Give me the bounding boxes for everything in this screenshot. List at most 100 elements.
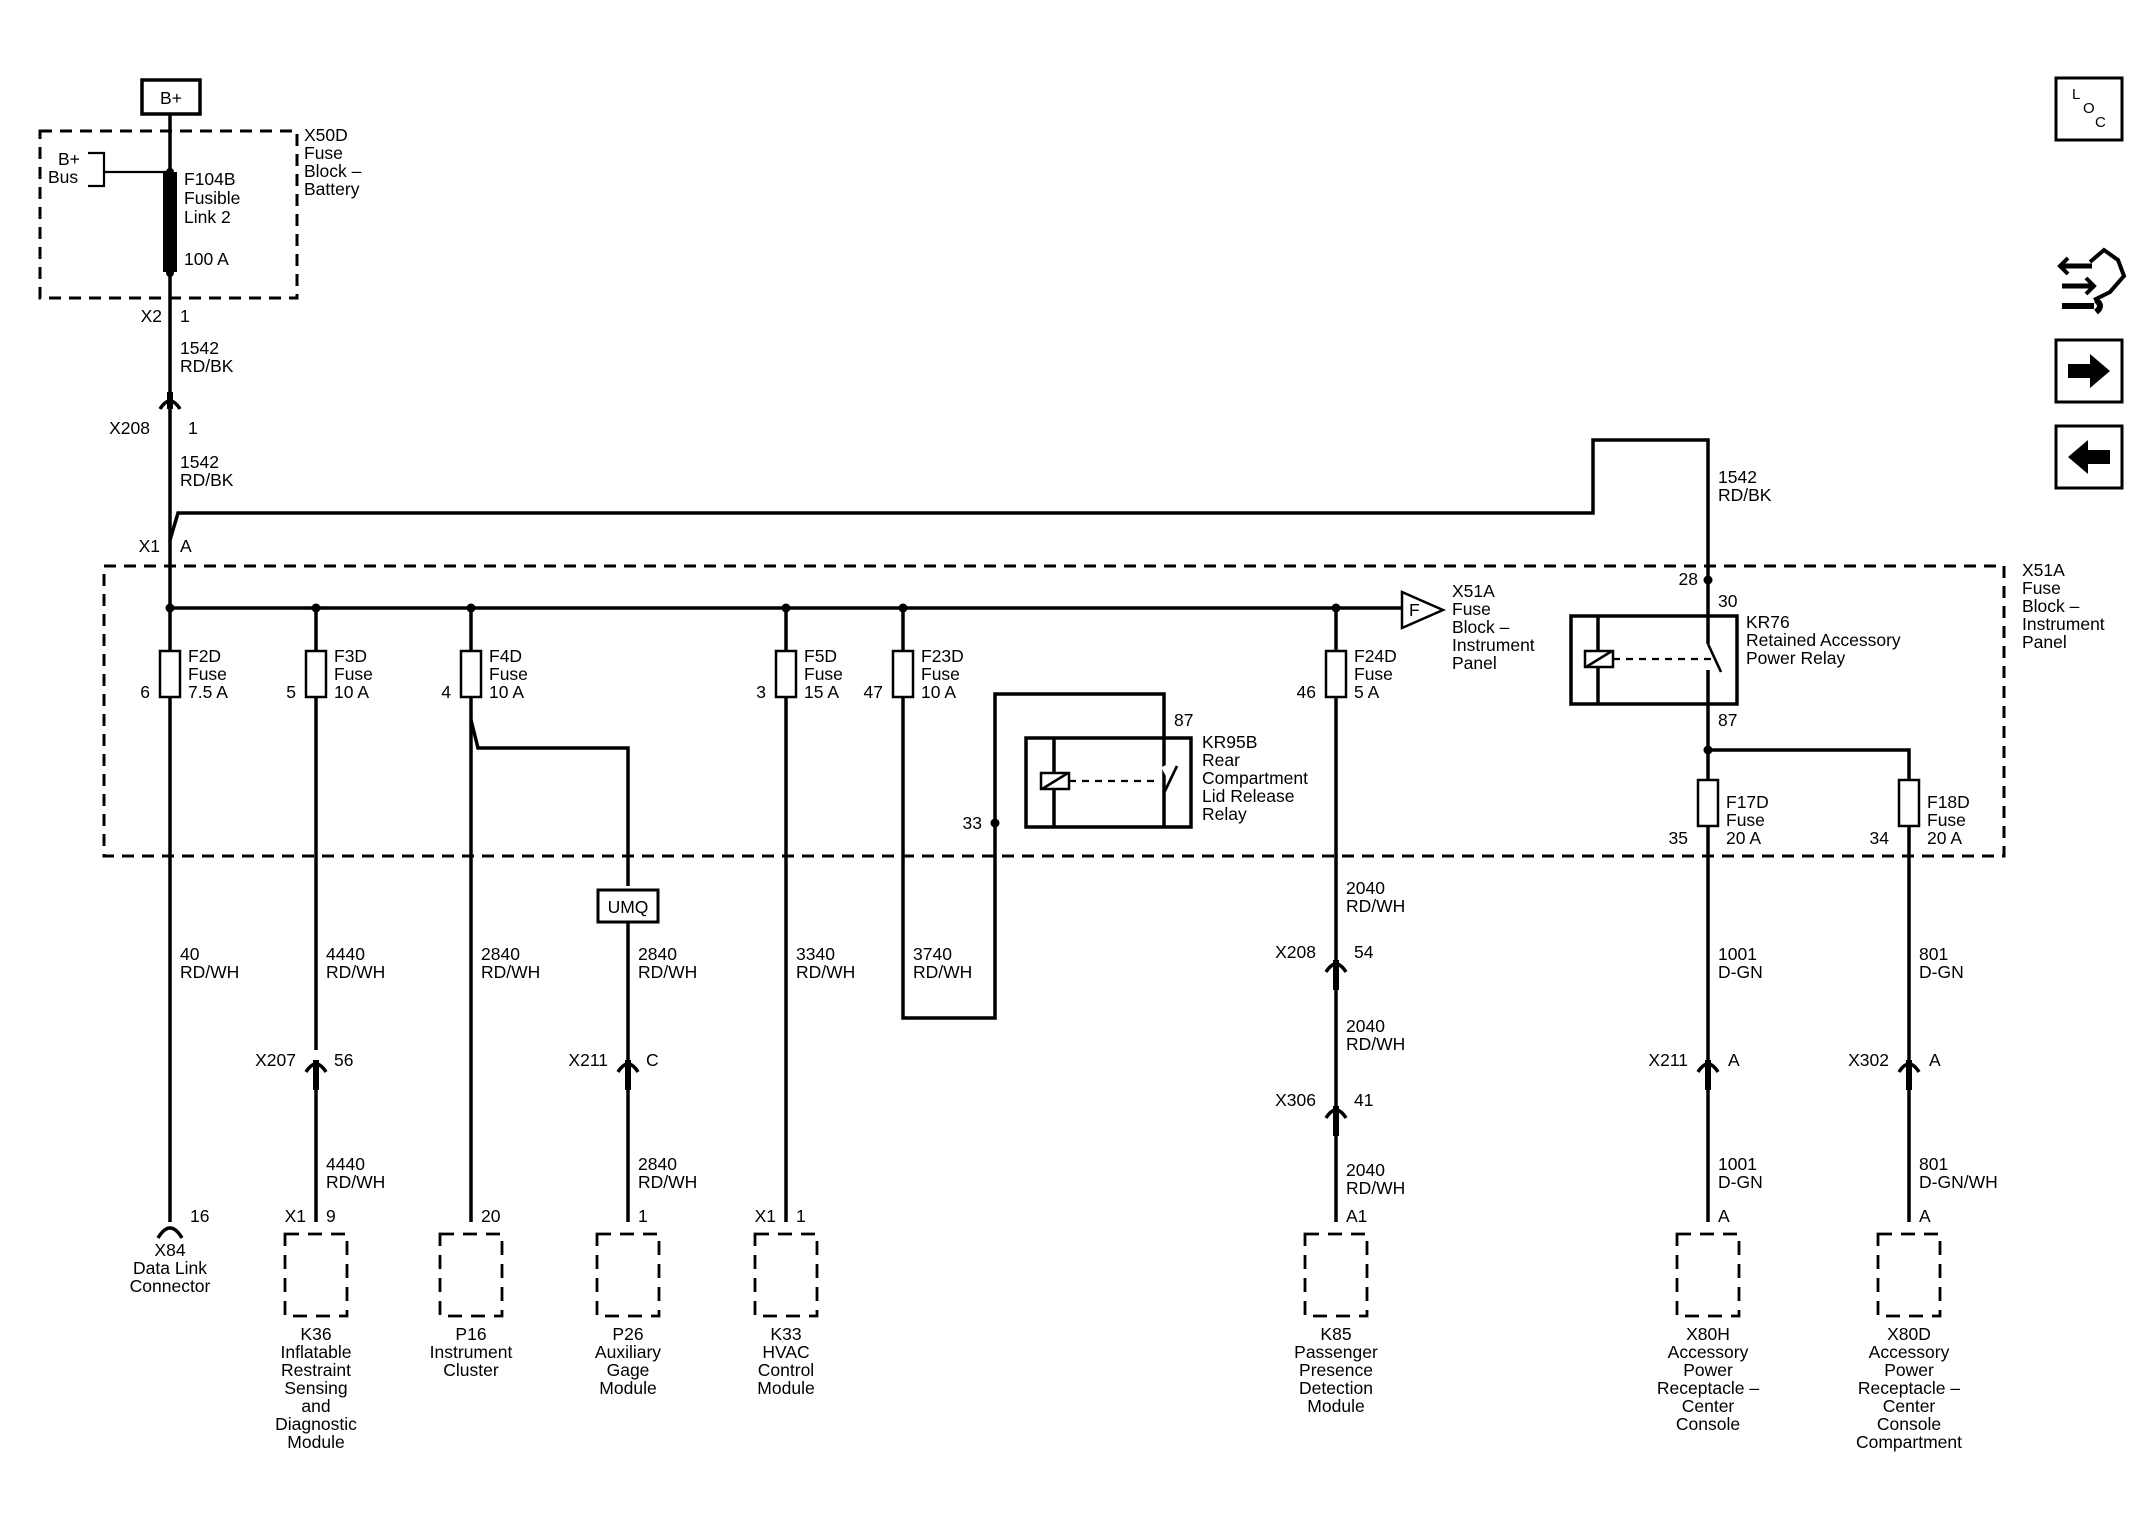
wire-2040c-circuit: 2040 (1346, 1160, 1385, 1180)
kr95b-line4: Lid Release (1202, 786, 1294, 806)
kr76-pin-87: 87 (1718, 710, 1737, 730)
wire-3340-color: RD/WH (796, 962, 855, 982)
loc-icon[interactable] (2054, 76, 2124, 142)
kr76-switch (1706, 643, 1723, 673)
x80d-line7: Compartment (1856, 1432, 1962, 1452)
fuse-f2d-rating: 7.5 A (188, 682, 228, 702)
x51a-block-line4: Instrument (2022, 614, 2105, 634)
x1-connector-name: X1 (139, 536, 160, 556)
p16-name: P16 (455, 1324, 486, 1344)
x50d-line2: Fuse (304, 143, 343, 163)
fuse-f4d-label: Fuse (489, 664, 528, 684)
fuse-f5d (774, 649, 798, 699)
x80d-line3: Power (1884, 1360, 1934, 1380)
fuse-f3d-pin: 5 (286, 682, 296, 702)
k85-line4: Detection (1299, 1378, 1373, 1398)
wire-801a-color: D-GN (1919, 962, 1964, 982)
wire-40-color: RD/WH (180, 962, 239, 982)
x80h-name: X80H (1686, 1324, 1730, 1344)
x211-a-pin: A (1728, 1050, 1740, 1070)
k85-module (1303, 1232, 1369, 1318)
k36-line4: Sensing (284, 1378, 347, 1398)
x80h-line6: Console (1676, 1414, 1740, 1434)
fuse-f17d-pin: 35 (1669, 828, 1688, 848)
x51a-ref-line5: Panel (1452, 653, 1497, 673)
wire-1542-circuit-a: 1542 (180, 338, 219, 358)
wire-4440b-color: RD/WH (326, 1172, 385, 1192)
kr95b-line2: Rear (1202, 750, 1240, 770)
k85-line3: Presence (1299, 1360, 1373, 1380)
kr76-pin-30: 30 (1718, 591, 1738, 611)
fuse-f4d (459, 649, 483, 699)
inline-connector-x211-c (616, 1060, 640, 1090)
x51a-fuse-block-outline (102, 564, 2006, 858)
wire-1542-circuit-c: 1542 (1718, 467, 1757, 487)
k36-line6: Diagnostic (275, 1414, 357, 1434)
arrow-right-button[interactable] (2054, 338, 2124, 404)
wire-4440b-circuit: 4440 (326, 1154, 365, 1174)
wire-1001b-color: D-GN (1718, 1172, 1763, 1192)
x50d-line3: Block – (304, 161, 362, 181)
x80d-pin: A (1919, 1206, 1931, 1226)
k33-name: K33 (770, 1324, 801, 1344)
wire-1542-color-b: RD/BK (180, 470, 234, 490)
fuse-f18d (1897, 778, 1921, 828)
kr95b-switch (1162, 765, 1179, 794)
fuse-f17d-rating: 20 A (1726, 828, 1761, 848)
fuse-f2d (158, 649, 182, 699)
wire-kr95b-pin87 (993, 692, 1166, 823)
x84-pin: 16 (190, 1206, 209, 1226)
wire-2040b-color: RD/WH (1346, 1034, 1405, 1054)
fuse-f18d-pin: 34 (1870, 828, 1890, 848)
wire-1542-to-kr76 (168, 438, 1710, 580)
x80d-line5: Center (1883, 1396, 1936, 1416)
x84-line2: Data Link (133, 1258, 207, 1278)
k36-line2: Inflatable (280, 1342, 351, 1362)
p16-line2: Instrument (430, 1342, 513, 1362)
fuse-f24d-label: Fuse (1354, 664, 1393, 684)
kr95b-pin-87: 87 (1174, 710, 1193, 730)
wrench-schematic-icon[interactable] (2057, 247, 2127, 315)
inline-connector-x306 (1324, 1106, 1348, 1136)
wire-801b-color: D-GN/WH (1919, 1172, 1998, 1192)
inline-connector-x211-a (1696, 1060, 1720, 1090)
arrow-left-icon (2068, 440, 2110, 474)
wire-2840a-circuit: 2840 (481, 944, 520, 964)
loc-letter-l: L (2072, 86, 2080, 103)
bus-junction-dots (165, 603, 1341, 613)
p16-pin: 20 (481, 1206, 501, 1226)
kr95b-pin-33: 33 (963, 813, 982, 833)
k33-module (753, 1232, 819, 1318)
fuse-f4d-rating: 10 A (489, 682, 524, 702)
fuse-f24d (1324, 649, 1348, 699)
x208-54-pin: 54 (1354, 942, 1374, 962)
fuse-f23d-name: F23D (921, 646, 964, 666)
wire-1001b-circuit: 1001 (1718, 1154, 1757, 1174)
wire-2840c-circuit: 2840 (638, 1154, 677, 1174)
kr76-line2: Retained Accessory (1746, 630, 1901, 650)
x50d-line4: Battery (304, 179, 360, 199)
k33-connector: X1 (755, 1206, 776, 1226)
kr76-line3: Power Relay (1746, 648, 1845, 668)
wire-f4d-to-umq (469, 719, 630, 886)
x80d-line4: Receptacle – (1858, 1378, 1960, 1398)
x1-connector-pin: A (180, 536, 192, 556)
p26-line2: Auxiliary (595, 1342, 661, 1362)
f104b-rating: 100 A (184, 249, 229, 269)
wire-3740-circuit: 3740 (913, 944, 952, 964)
arrow-left-button[interactable] (2054, 424, 2124, 490)
fuse-f23d-label: Fuse (921, 664, 960, 684)
kr76-pin-28: 28 (1679, 569, 1698, 589)
wire-1542-circuit-b: 1542 (180, 452, 219, 472)
fuse-f2d-pin: 6 (140, 682, 150, 702)
k36-module (283, 1232, 349, 1318)
k36-line7: Module (287, 1432, 344, 1452)
x80d-name: X80D (1887, 1324, 1931, 1344)
fuse-f3d-label: Fuse (334, 664, 373, 684)
loc-button[interactable]: L O C (2054, 76, 2124, 142)
fuse-f5d-name: F5D (804, 646, 837, 666)
wire-2840a-color: RD/WH (481, 962, 540, 982)
wire-2040a-color: RD/WH (1346, 896, 1405, 916)
x51a-block-name: X51A (2022, 560, 2065, 580)
x51a-block-line2: Fuse (2022, 578, 2061, 598)
